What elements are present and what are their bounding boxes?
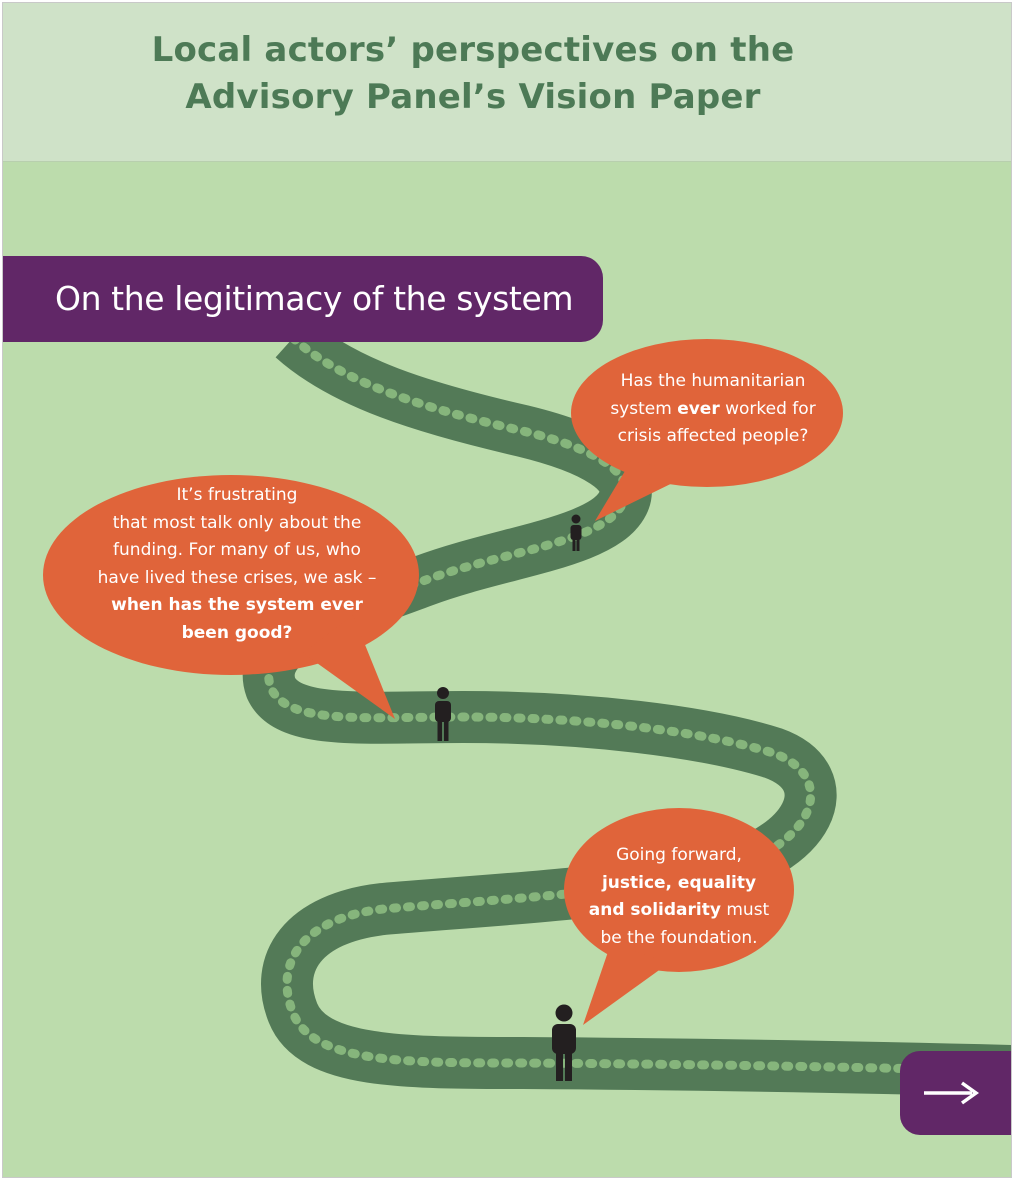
right-arrow-icon (924, 1081, 980, 1105)
quote-line: justice, equality (569, 870, 789, 898)
person-figure-small (570, 514, 582, 551)
section-banner: On the legitimacy of the system (3, 256, 603, 342)
quote-1-text: Has the humanitarian system ever worked … (583, 368, 843, 451)
speech-bubble-2 (43, 475, 419, 719)
quote-line: Has the humanitarian (620, 371, 806, 391)
page-title: Local actors’ perspectives on the Adviso… (73, 27, 873, 121)
quote-2-text: It’s frustrating that most talk only abo… (57, 482, 417, 647)
quote-emphasis: and solidarity (588, 900, 721, 920)
quote-line: funding. For many of us, who (113, 540, 361, 560)
speech-bubble-1 (571, 339, 843, 521)
quote-fragment: worked for (719, 398, 816, 419)
quote-line: and solidarity must (569, 897, 789, 925)
quote-line: that most talk only about the (112, 512, 362, 533)
quote-line: have lived these crises, we ask – (97, 567, 377, 588)
quote-emphasis: justice, equality (601, 872, 757, 893)
person-figure-large (552, 1004, 576, 1081)
speech-bubble-3 (564, 808, 794, 1025)
quote-line: been good? (57, 620, 417, 648)
quote-3-text: Going forward, justice, equality and sol… (569, 842, 789, 952)
quote-emphasis: when has the system ever (111, 595, 363, 615)
title-line-2: Advisory Panel’s Vision Paper (185, 77, 761, 117)
quote-fragment: system (610, 398, 678, 419)
quote-emphasis: been good? (181, 622, 293, 643)
header-band: Local actors’ perspectives on the Adviso… (3, 3, 1011, 162)
title-line-1: Local actors’ perspectives on the (151, 30, 795, 70)
quote-line: when has the system ever (57, 592, 417, 620)
quote-line: Going forward, (616, 845, 742, 865)
quote-line: be the foundation. (600, 927, 758, 948)
quote-line: system ever worked for (583, 396, 843, 424)
quote-emphasis: ever (677, 398, 720, 419)
next-button[interactable] (900, 1051, 1011, 1135)
person-figure-medium (435, 687, 451, 741)
quote-line: crisis affected people? (617, 426, 809, 446)
quote-fragment: must (720, 900, 770, 920)
winding-path-illustration (43, 318, 1011, 1097)
quote-line: It’s frustrating (176, 485, 298, 505)
